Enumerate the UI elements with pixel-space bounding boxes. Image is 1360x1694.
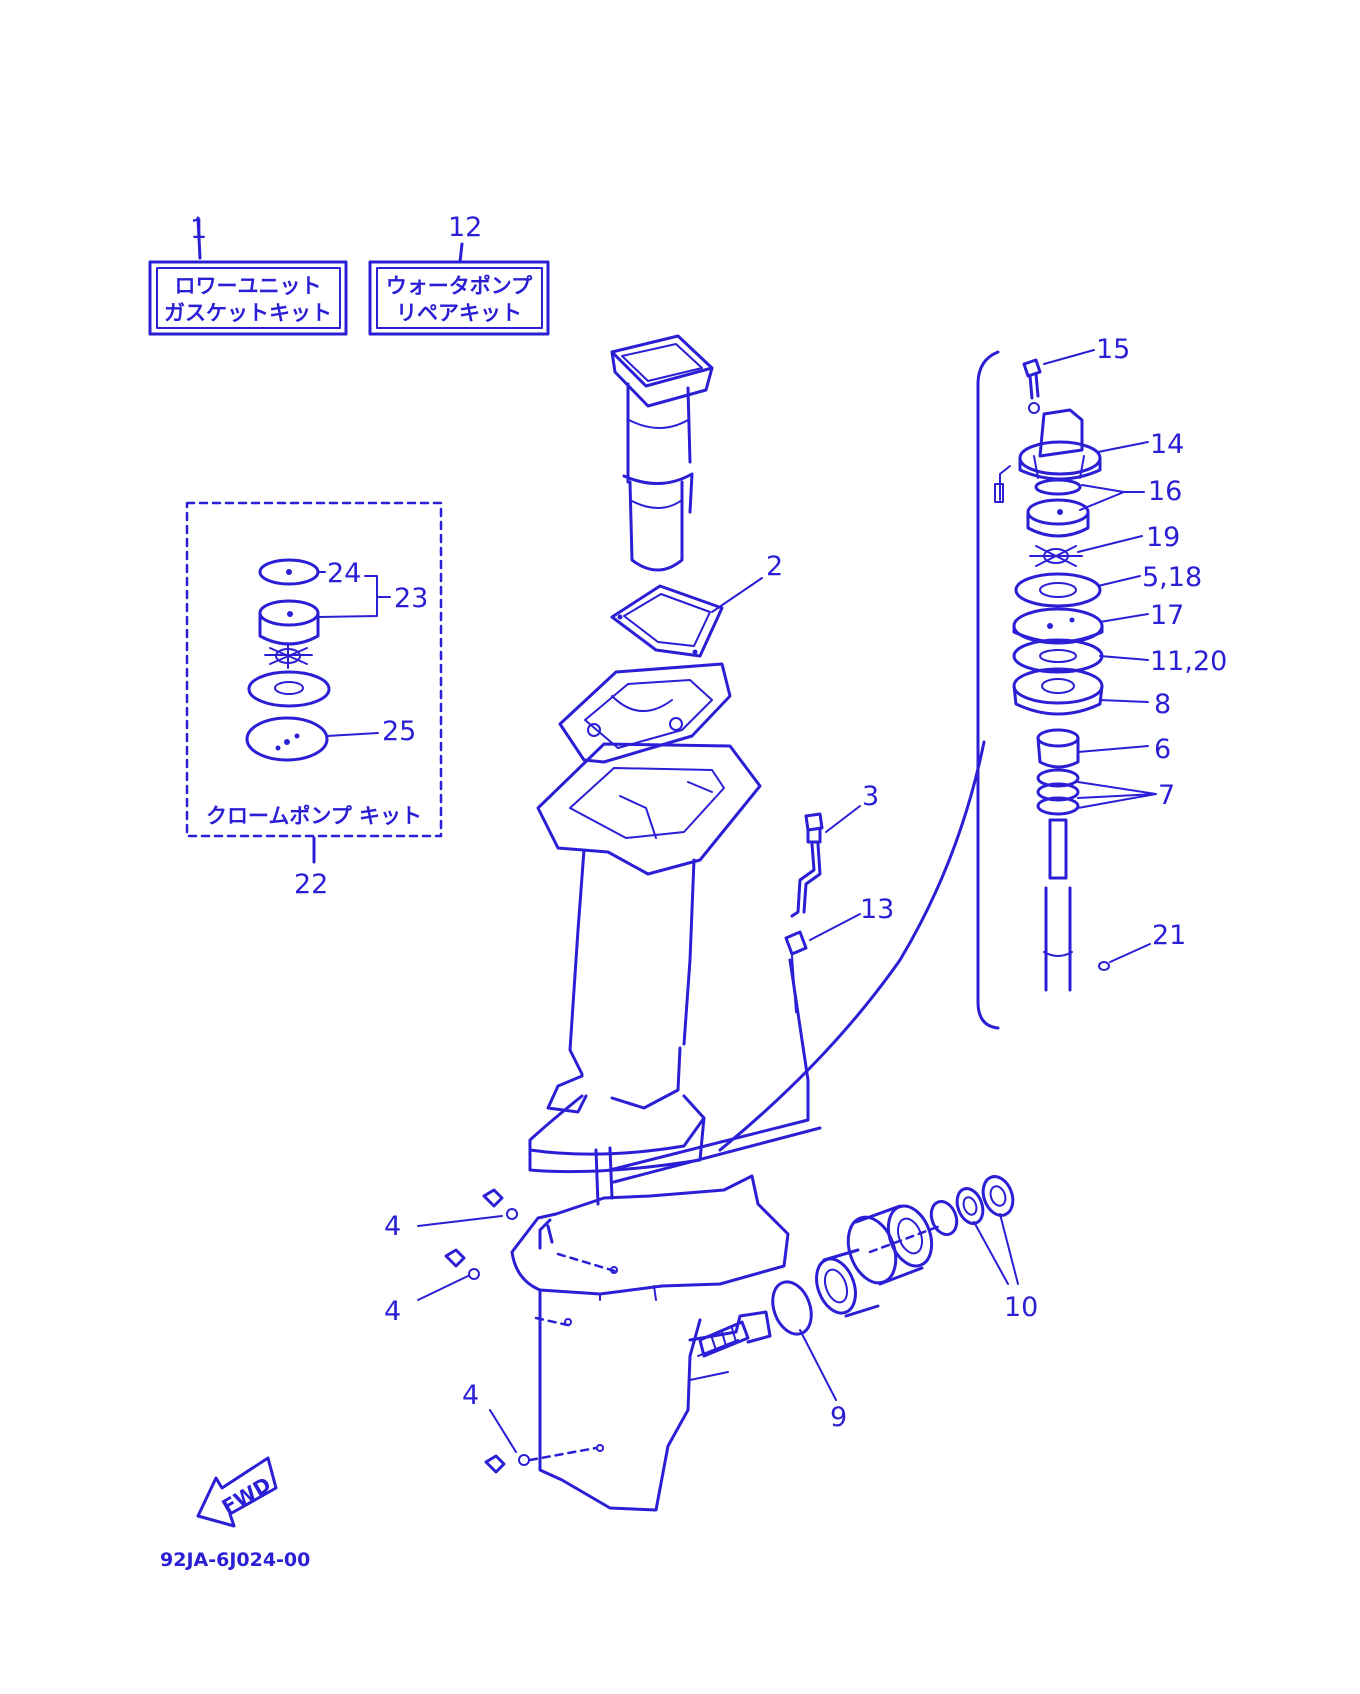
part-17-plate bbox=[1012, 607, 1104, 645]
lower-case bbox=[510, 1174, 790, 1512]
kit-12-line2: リペアキット bbox=[396, 301, 522, 325]
drive-shaft-housing bbox=[528, 742, 762, 1174]
callout-10: 10 bbox=[1004, 1292, 1038, 1323]
kit-22-caption: クロームポンプ キット bbox=[206, 804, 422, 828]
part-25-plate bbox=[245, 716, 329, 762]
part-13-seal bbox=[784, 930, 808, 1013]
part-15-bolt bbox=[1022, 358, 1042, 414]
fwd-label: FWD bbox=[218, 1472, 275, 1519]
bolt-icon bbox=[444, 1188, 530, 1474]
kit-22-box: クロームポンプ キット 22 24 23 bbox=[185, 501, 443, 900]
callout-15: 15 bbox=[1096, 334, 1130, 365]
gasket-plate bbox=[247, 670, 331, 708]
callout-17: 17 bbox=[1150, 600, 1184, 631]
drive-shaft bbox=[1043, 818, 1073, 992]
part-21-pin bbox=[1098, 961, 1110, 971]
drive-shaft-housing-gasket bbox=[558, 662, 732, 764]
callout-6: 6 bbox=[1154, 734, 1171, 765]
part-19-impeller bbox=[1029, 545, 1083, 567]
propeller-housing-cap bbox=[846, 1204, 942, 1286]
part-3-grommet bbox=[790, 812, 824, 918]
callout-21: 21 bbox=[1152, 920, 1186, 951]
propeller-shaft bbox=[698, 1320, 750, 1358]
part-9-o-ring bbox=[771, 1280, 813, 1336]
part-5-18-gasket bbox=[1014, 572, 1102, 608]
kit-12-number: 12 bbox=[448, 212, 482, 243]
part-24-washer bbox=[258, 558, 320, 586]
callout-5-18: 5,18 bbox=[1142, 562, 1202, 593]
seal-icon bbox=[929, 1175, 1015, 1236]
callout-24: 24 bbox=[327, 558, 361, 589]
callout-16: 16 bbox=[1148, 476, 1182, 507]
callout-11-20: 11,20 bbox=[1150, 646, 1227, 677]
callout-7: 7 bbox=[1158, 780, 1175, 811]
water-tube bbox=[594, 958, 822, 1206]
part-11-20-gasket bbox=[1012, 638, 1104, 674]
kit-12-line1: ウォータポンプ bbox=[386, 274, 533, 298]
part-8-housing bbox=[1012, 667, 1104, 716]
callout-4b: 4 bbox=[384, 1296, 401, 1327]
part-6-bushing bbox=[1036, 728, 1080, 769]
callout-13: 13 bbox=[860, 894, 894, 925]
kit-bracket bbox=[976, 350, 1000, 1030]
kit-1-number: 1 bbox=[190, 214, 207, 245]
kit-22-number: 22 bbox=[294, 869, 328, 900]
part-2-gasket bbox=[610, 584, 724, 658]
callout-4c: 4 bbox=[462, 1380, 479, 1411]
bearing-icon bbox=[815, 1248, 880, 1318]
callout-23: 23 bbox=[394, 583, 428, 614]
callout-14: 14 bbox=[1150, 429, 1184, 460]
fwd-arrow-icon: FWD bbox=[196, 1456, 278, 1528]
callout-19: 19 bbox=[1146, 522, 1180, 553]
callout-9: 9 bbox=[830, 1402, 847, 1433]
callout-2: 2 bbox=[766, 551, 783, 582]
part-16-insert bbox=[1026, 478, 1090, 538]
kit-1-line2: ガスケットキット bbox=[164, 301, 332, 325]
kit-1-line1: ロワーユニット bbox=[175, 274, 322, 298]
part-23-pump-cup bbox=[258, 599, 320, 646]
part-14-pump-housing bbox=[1018, 408, 1102, 481]
exhaust-tube bbox=[610, 334, 714, 572]
impeller-icon bbox=[264, 642, 313, 669]
kit-12-box: 12 ウォータポンプ リペアキット bbox=[368, 212, 550, 336]
kit-1-box: 1 ロワーユニット ガスケットキット bbox=[148, 214, 348, 336]
callout-3: 3 bbox=[862, 781, 879, 812]
drawing-code: 92JA-6J024-00 bbox=[160, 1549, 310, 1571]
callout-8: 8 bbox=[1154, 689, 1171, 720]
callout-25: 25 bbox=[382, 716, 416, 747]
callout-4a: 4 bbox=[384, 1211, 401, 1242]
part-7-seals bbox=[1036, 768, 1080, 816]
